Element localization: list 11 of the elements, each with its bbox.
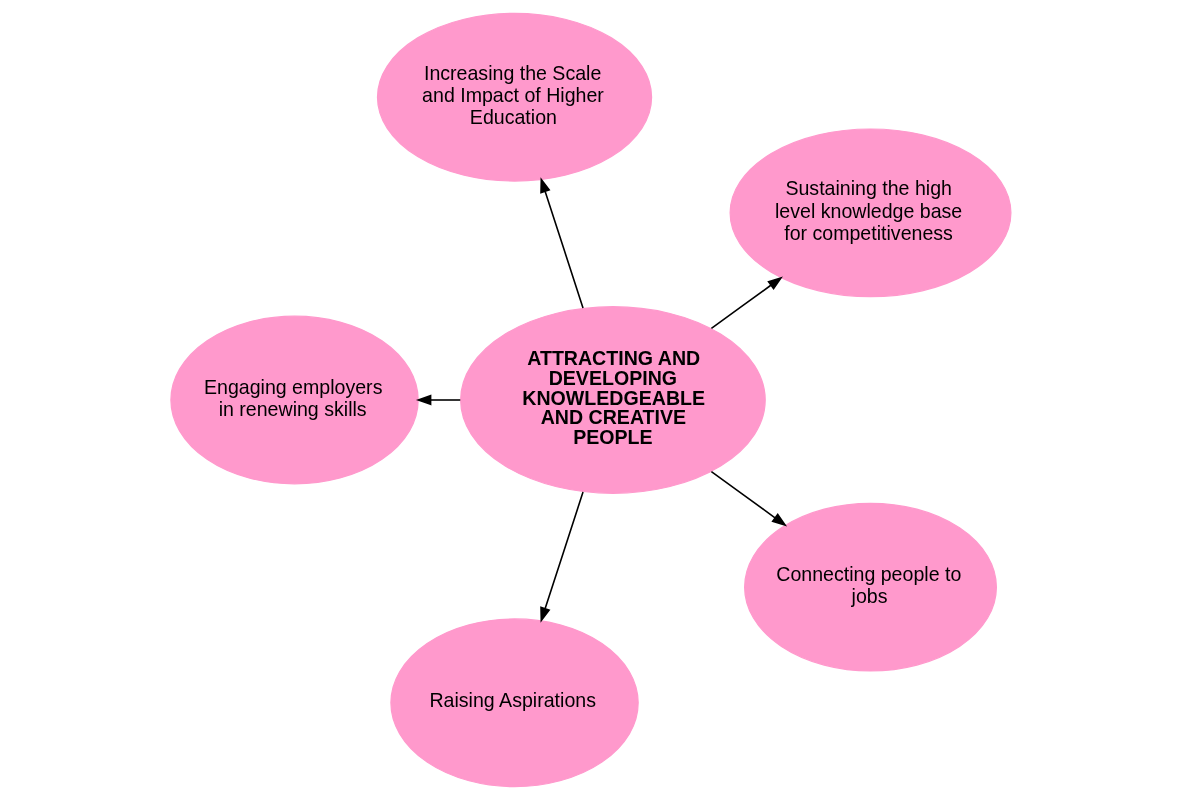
arrow <box>539 491 584 623</box>
arrow <box>710 276 783 330</box>
node-ellipse: Raising Aspirations <box>389 618 639 788</box>
arrow <box>415 394 461 406</box>
node-ellipse: ATTRACTING AND DEVELOPING KNOWLEDGEABLE AND CREATIVE PEOPLE <box>459 306 766 494</box>
arrow <box>539 177 584 309</box>
node-ellipse: Connecting people to jobs <box>743 502 997 672</box>
node-ellipse: Increasing the Scale and Impact of Higher Education <box>376 12 652 182</box>
node-ellipse: Engaging employers in renewing skills <box>169 315 419 485</box>
node-ellipse: Sustaining the high level knowledge base for competitiveness <box>729 128 1011 298</box>
arrow <box>710 470 787 527</box>
